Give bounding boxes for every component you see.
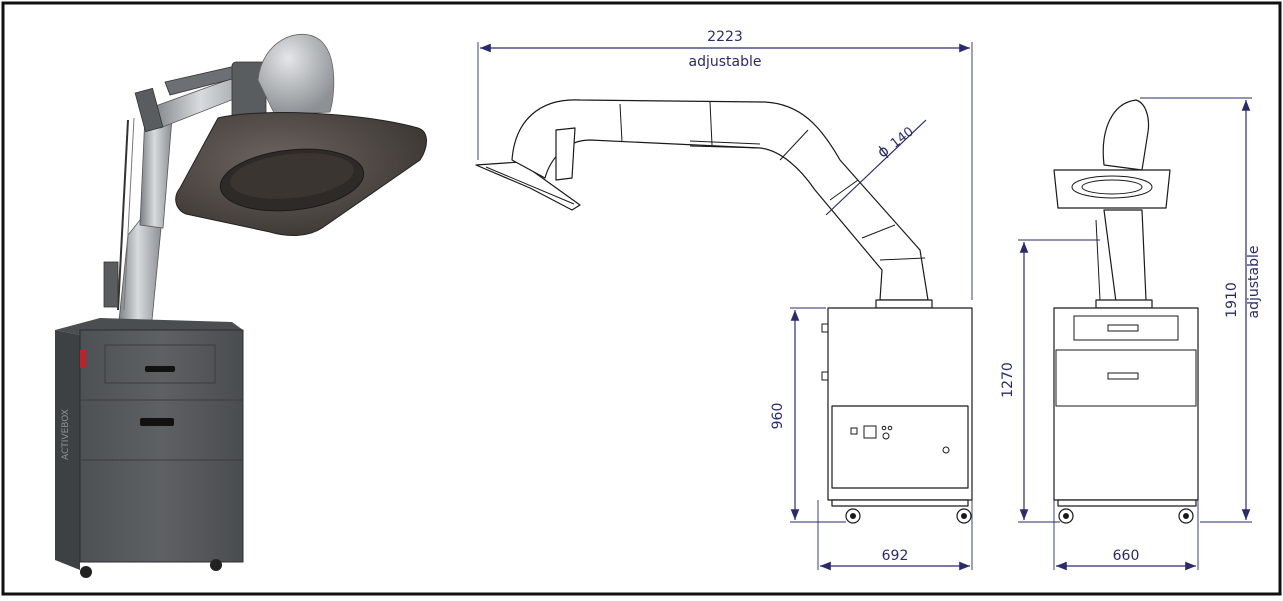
cabinet-rendering: ACTIVEBOX xyxy=(55,318,244,578)
hood-rendering xyxy=(175,112,427,236)
hood-dome xyxy=(257,33,335,116)
front-cabinet xyxy=(1053,307,1199,501)
reach-value: 2223 xyxy=(707,29,743,45)
front-view-drawing xyxy=(1053,99,1199,524)
reach-note: adjustable xyxy=(689,54,762,70)
total-height-value: 1910 xyxy=(1224,282,1240,318)
diameter-leader-line xyxy=(825,119,927,216)
product-rendering: ACTIVEBOX xyxy=(55,33,427,578)
side-arm xyxy=(511,99,929,301)
front-arm-top xyxy=(1102,99,1150,171)
diameter-value: 140 xyxy=(888,124,917,151)
diameter-symbol: ϕ xyxy=(874,141,893,161)
side-view-drawing xyxy=(475,99,973,524)
brand-text: ACTIVEBOX xyxy=(61,409,71,460)
side-width-value: 692 xyxy=(882,548,909,564)
front-height-value: 1270 xyxy=(1000,362,1016,398)
side-height-value: 960 xyxy=(770,403,786,430)
front-arm-lower xyxy=(1103,209,1147,303)
front-width-value: 660 xyxy=(1113,548,1140,564)
side-arm-joint xyxy=(555,127,576,181)
total-height-note: adjustable xyxy=(1246,246,1262,319)
extraction-arm-rendering xyxy=(103,33,335,331)
